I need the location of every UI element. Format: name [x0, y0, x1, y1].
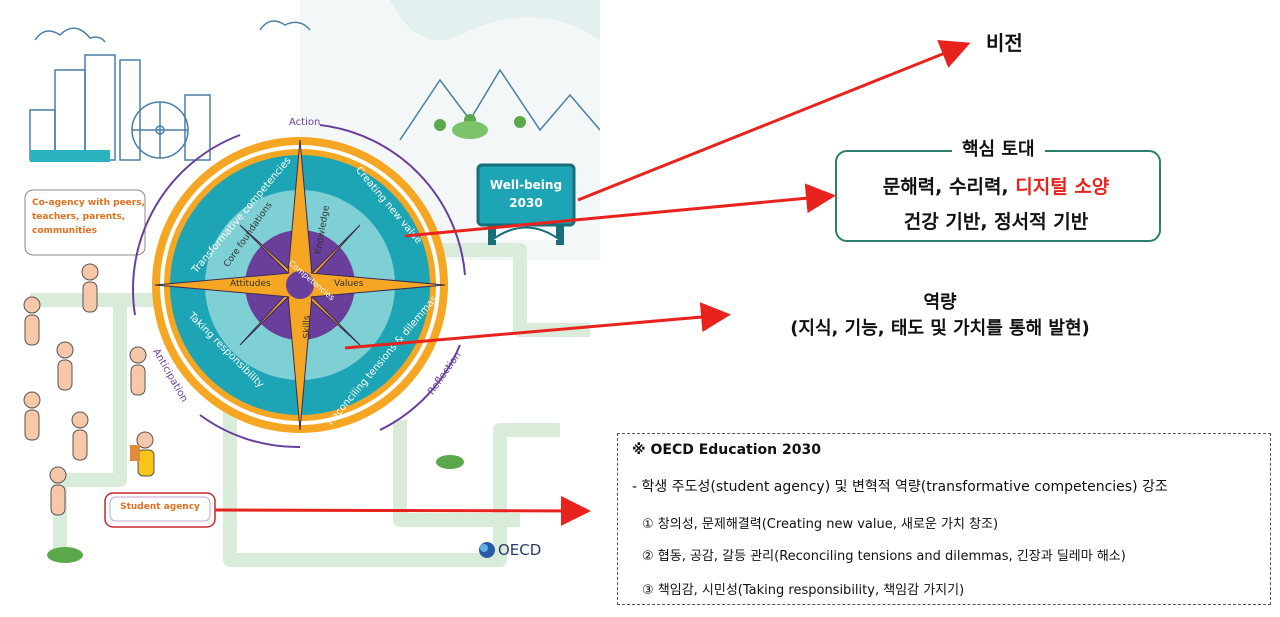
competency-title: 역량: [923, 292, 957, 313]
vision-label: 비전: [986, 31, 1023, 55]
core-foundation-line2: 건강 기반, 정서적 기반: [903, 211, 1089, 233]
oecd-logo: OECD: [498, 541, 542, 559]
compass-label-skills: Skills: [302, 315, 313, 339]
oecd-box-line1: - 학생 주도성(student agency) 및 변혁적 역량(transf…: [632, 479, 1168, 495]
oecd-box-item1: ① 창의성, 문제해결력(Creating new value, 새로운 가치 …: [642, 517, 999, 532]
coagency-line-3: communities: [32, 226, 98, 236]
coagency-line-2: teachers, parents,: [32, 212, 126, 222]
core-foundation-line1: 문해력, 수리력, 디지털 소양: [835, 172, 1157, 199]
oecd-education-2030-box: ※ OECD Education 2030 - 학생 주도성(student a…: [617, 433, 1271, 605]
digital-literacy-text: 디지털 소양: [1015, 176, 1110, 198]
oecd-box-title: ※ OECD Education 2030: [632, 442, 821, 458]
core-foundation-title: 핵심 토대: [952, 135, 1045, 161]
oecd-box-item3: ③ 책임감, 시민성(Taking responsibility, 책임감 가지…: [642, 583, 965, 598]
student-agency-label: Student agency: [120, 502, 200, 512]
core-line1-text: 문해력, 수리력,: [882, 176, 1016, 198]
compass-label-values: Values: [334, 279, 364, 289]
oecd-box-item2: ② 협동, 공감, 갈등 관리(Reconciling tensions and…: [642, 549, 1126, 564]
compass-label-attitudes: Attitudes: [230, 279, 271, 289]
wellbeing-sign-line2: 2030: [509, 196, 543, 210]
wellbeing-sign-line1: Well-being: [489, 178, 563, 192]
competency-subtitle: (지식, 기능, 태도 및 가치를 통해 발현): [790, 318, 1090, 339]
coagency-line-1: Co-agency with peers,: [32, 198, 145, 208]
compass-label-action: Action: [289, 117, 321, 128]
oecd-learning-compass-illustration: [23, 0, 600, 567]
